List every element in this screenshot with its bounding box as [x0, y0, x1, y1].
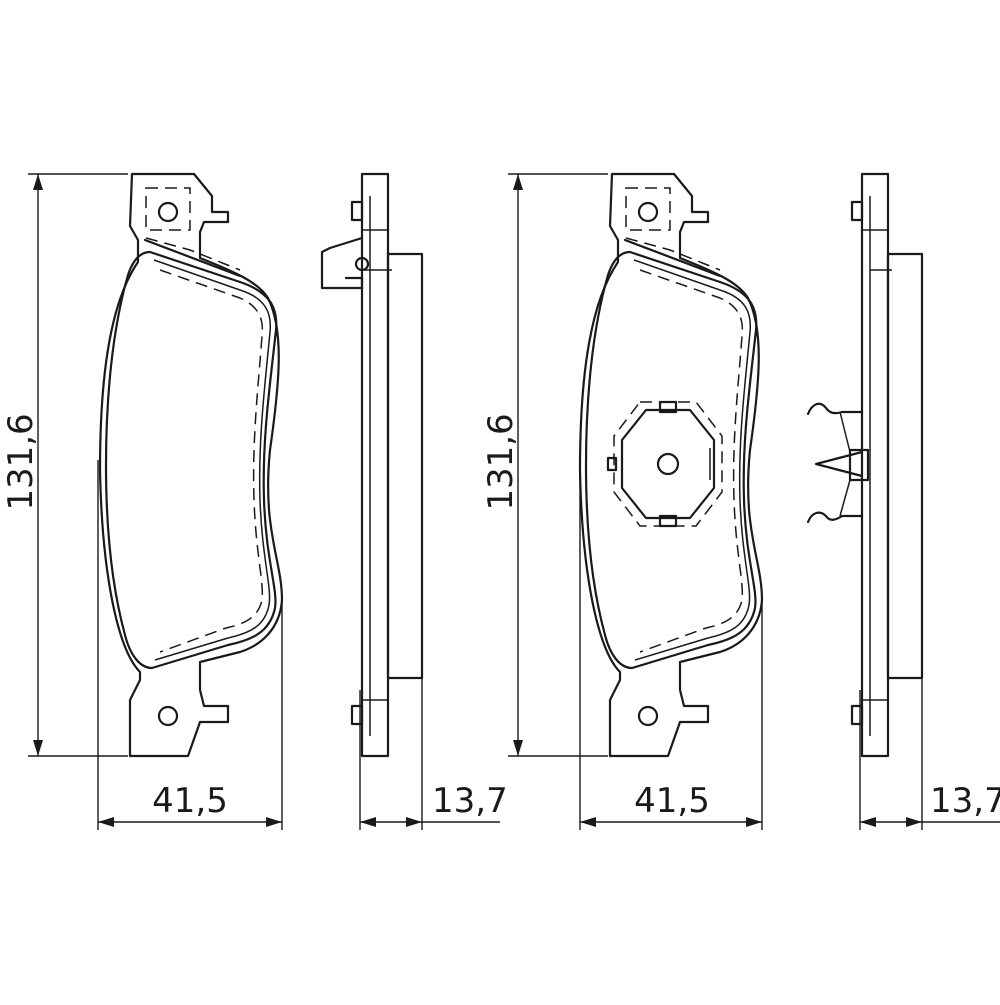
pad-2-width-arrow-right [746, 817, 762, 827]
pad-2-side-lining [886, 252, 924, 680]
pad-2-height-label: 131,6 [481, 413, 521, 510]
pad-1-height-label: 131,6 [1, 413, 41, 510]
pad-2-spring-clip-rod [839, 411, 851, 453]
pad-2-spring-bottom-tab [658, 514, 678, 528]
pad-1-side-lower-lug [350, 704, 364, 726]
pad-2-side-lower-lug [850, 704, 864, 726]
pad-2-front-view [578, 172, 764, 758]
pad-1-upper-hole [157, 201, 179, 223]
pad-2-side-view [806, 172, 924, 758]
pad-2-upper-edge [623, 238, 722, 278]
pad-1-front-view [98, 172, 284, 758]
pad-2-thickness-label: 13,7 [930, 781, 1000, 821]
pad-1-lower-hole [157, 705, 179, 727]
pad-1-hidden-outline-lining [159, 269, 264, 653]
pad-1-side-view [320, 172, 424, 758]
pad-2-backing-plate [578, 172, 764, 758]
pad-2-side-spring-clip [806, 402, 870, 524]
pad-1-backing-plate [98, 172, 284, 758]
pad-2-hidden-outline-tab [625, 187, 671, 231]
pad-1-height-arrow-top [33, 174, 43, 190]
pad-1-friction-lining [104, 250, 278, 670]
pad-2-side-upper-lug [850, 200, 864, 222]
pad-2-spring-clip-upper-arm [806, 402, 864, 416]
pad-1-dimensions: 131,6 41,5 13,7 [1, 173, 508, 830]
pad-2-side-backing [860, 172, 890, 758]
pad-2-friction-lining [584, 250, 758, 670]
pad-2-center-spring [606, 400, 723, 528]
pad-2-lower-hole [637, 705, 659, 727]
pad-1-side-lining [386, 252, 424, 680]
pad-1-width-label: 41,5 [152, 781, 228, 821]
pad-2-hidden-outline-lining [639, 269, 744, 653]
pad-1-hidden-outline-shim [145, 237, 241, 271]
pad-1-width-arrow-right [266, 817, 282, 827]
pad-1-upper-edge [143, 238, 242, 278]
pad-1-hidden-outline-tab [145, 187, 191, 231]
pad-2-spring-center-hole [656, 452, 680, 476]
pad-1-lining-inner-edge [153, 259, 272, 661]
pad-2-spring-clip-lower-arm [806, 511, 864, 524]
pad-2-width-arrow-left [580, 817, 596, 827]
pad-2-width-label: 41,5 [634, 781, 710, 821]
pad-1-thickness-arrow-right [406, 817, 422, 827]
pad-2-spring-outer-octagon [620, 408, 716, 520]
pad-2-spring-hidden-octagon [613, 401, 723, 527]
pad-1-wear-indicator-bracket [320, 236, 364, 290]
pad-1-side-backing [360, 172, 390, 758]
pad-2-height-arrow-top [513, 174, 523, 190]
pad-2-thickness-arrow-right [906, 817, 922, 827]
pad-2-spring-clip-body [848, 448, 870, 482]
pad-2-spring-top-tab [658, 400, 678, 414]
pad-2-hidden-outline-shim [625, 237, 721, 271]
pad-1-thickness-label: 13,7 [432, 781, 508, 821]
pad-1-height-arrow-bottom [33, 740, 43, 756]
pad-2-upper-hole [637, 201, 659, 223]
pad-1-width-arrow-left [98, 817, 114, 827]
pad-2-height-arrow-bottom [513, 740, 523, 756]
pad-1-side-upper-lug [350, 200, 364, 222]
pad-1-thickness-arrow-left [360, 817, 376, 827]
pad-2-spring-clip-wedge [814, 450, 864, 478]
pad-2-spring-clip-rod-lower [839, 479, 851, 517]
pad-2-lining-inner-edge [633, 259, 752, 661]
pad-2-spring-left-tab [606, 456, 618, 472]
pad-2-thickness-arrow-left [860, 817, 876, 827]
pad-2-dimensions: 131,6 41,5 13,7 [481, 173, 1000, 830]
